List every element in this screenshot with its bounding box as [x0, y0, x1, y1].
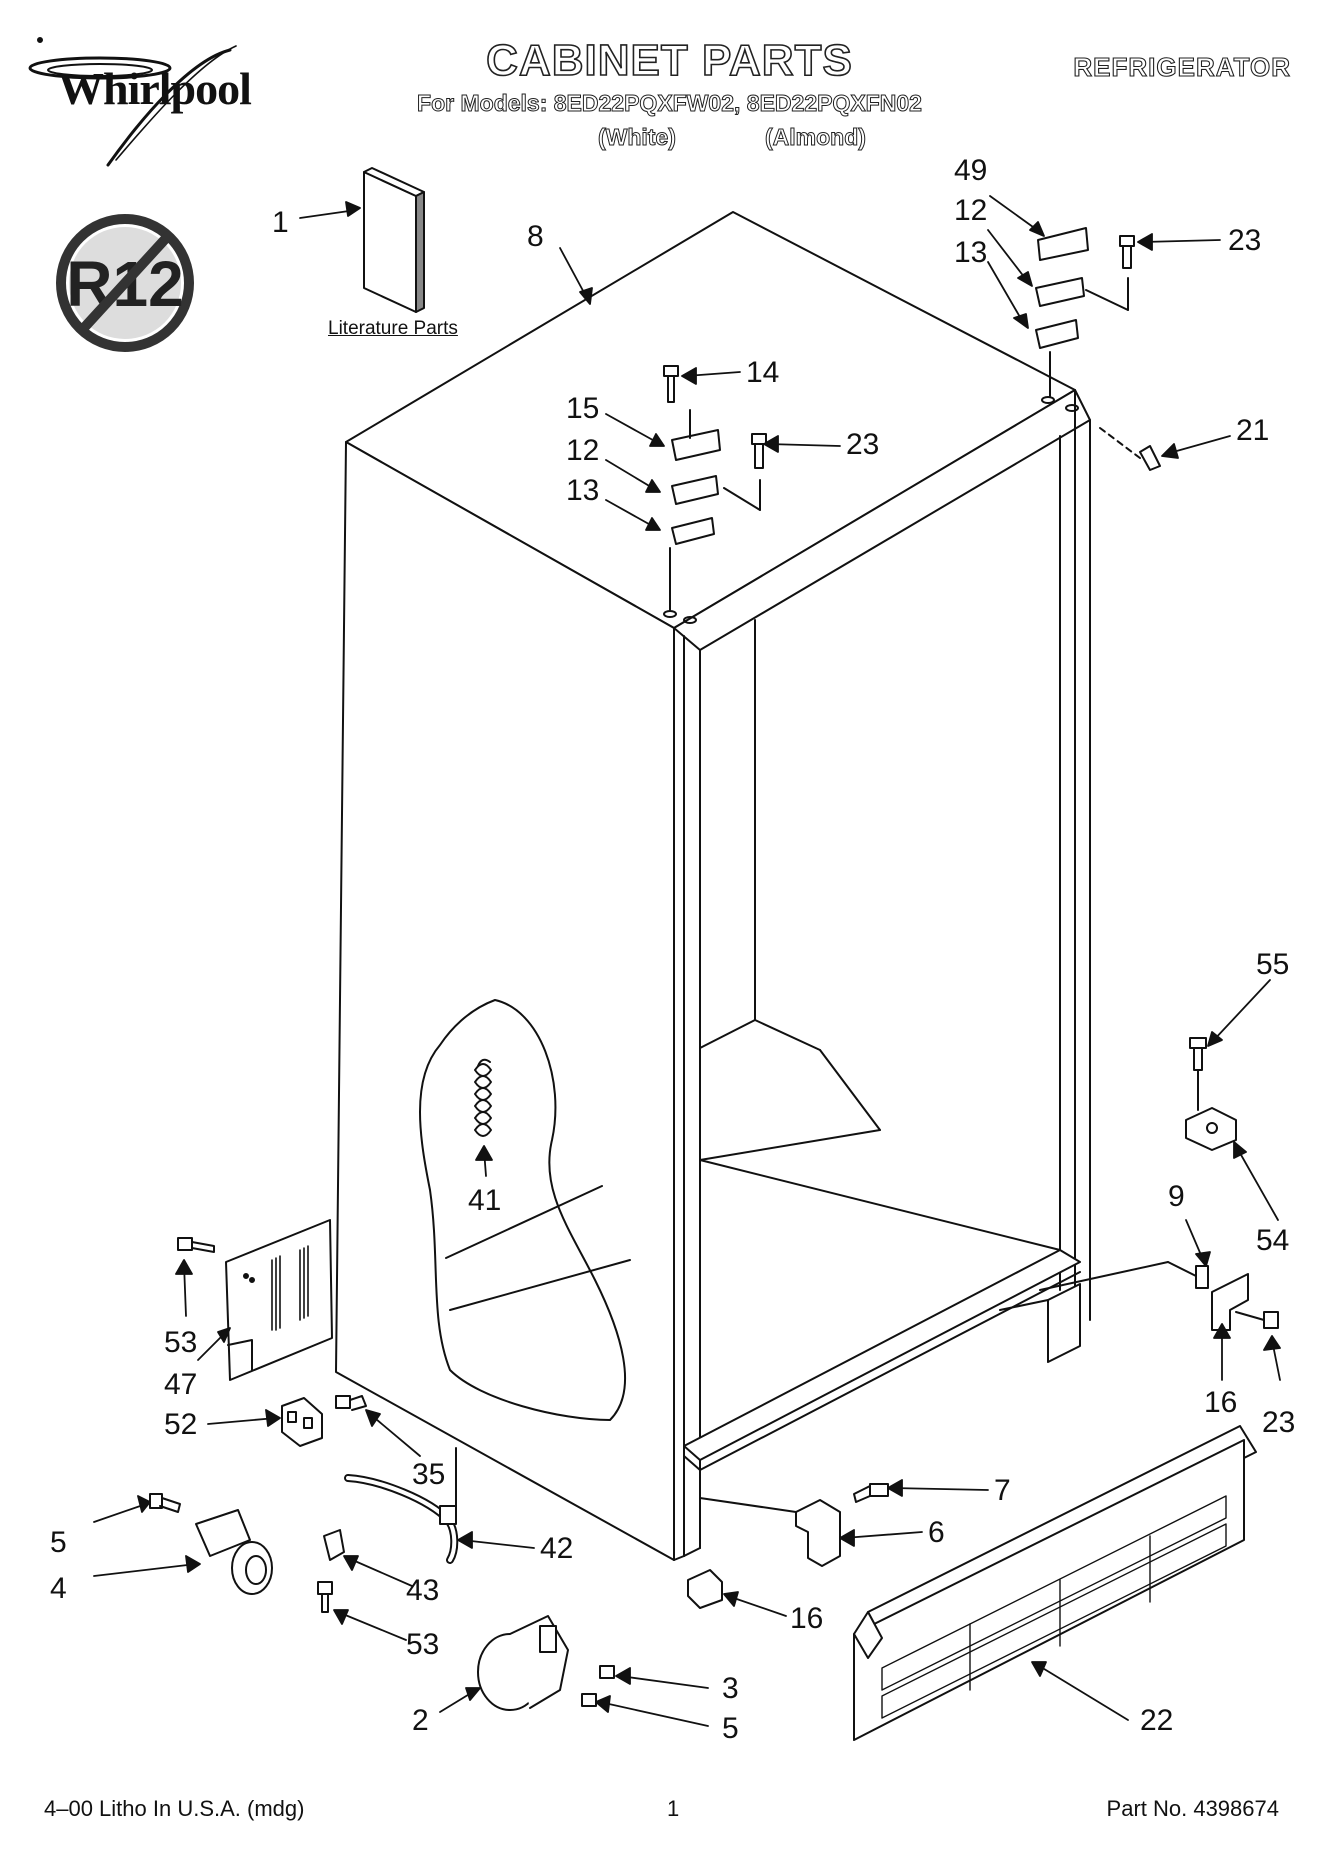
cabinet-cutaway: [419, 999, 631, 1421]
callout-54: 54: [1256, 1224, 1289, 1257]
callout-7: 7: [994, 1474, 1011, 1507]
roller-part-4: [149, 1493, 273, 1595]
callout-2: 2: [412, 1704, 429, 1737]
callout-42: 42: [540, 1532, 573, 1565]
callout-3: 3: [722, 1672, 739, 1705]
callout-47: 47: [164, 1368, 197, 1401]
grille-part-22: [853, 1425, 1257, 1741]
callout-12-left: 12: [566, 434, 599, 467]
literature-booklet: [363, 167, 425, 313]
whirlpool-swirl-icon: [28, 37, 237, 167]
callout-23-top-right: 23: [1228, 224, 1261, 257]
callout-1: 1: [272, 206, 289, 239]
top-hinge-right: [1035, 227, 1135, 412]
callout-labels: 1 8 49 12 23 13 14 15 23 12 13 21 55 41 …: [50, 154, 1295, 1745]
bracket-part-54-55: [1185, 1037, 1237, 1151]
no-r12-badge-icon: R12: [56, 214, 194, 352]
callout-21: 21: [1236, 414, 1269, 447]
footer-litho: 4–00 Litho In U.S.A. (mdg): [44, 1796, 305, 1821]
callout-13-right: 13: [954, 236, 987, 269]
callout-8: 8: [527, 220, 544, 253]
callout-12-right: 12: [954, 194, 987, 227]
callout-5-bottom: 5: [722, 1712, 739, 1745]
literature-parts-label: Literature Parts: [328, 318, 458, 339]
color-almond-label: (Almond): [765, 124, 867, 151]
callout-15: 15: [566, 392, 599, 425]
footer-page-number: 1: [667, 1796, 680, 1821]
roller-part-2: [477, 1615, 615, 1711]
callout-14: 14: [746, 356, 779, 389]
footer-part-number: Part No. 4398674: [1106, 1796, 1279, 1821]
callout-55: 55: [1256, 948, 1289, 981]
callout-23-top-left: 23: [846, 428, 879, 461]
page-title: CABINET PARTS: [485, 35, 853, 86]
bracket-part-9-16: [1039, 1261, 1279, 1331]
callout-16-middle: 16: [790, 1602, 823, 1635]
leader-lines: [93, 195, 1281, 1727]
callout-41: 41: [468, 1184, 501, 1217]
callout-53-left: 53: [164, 1326, 197, 1359]
callout-22: 22: [1140, 1704, 1173, 1737]
callout-13-left: 13: [566, 474, 599, 507]
callout-52: 52: [164, 1408, 197, 1441]
bracket-part-6: [687, 1483, 889, 1609]
callout-9: 9: [1168, 1180, 1185, 1213]
callout-49: 49: [954, 154, 987, 187]
plug-part-21: [1099, 427, 1161, 471]
top-hinge-left: [663, 365, 767, 624]
callout-4: 4: [50, 1572, 67, 1605]
callout-6: 6: [928, 1516, 945, 1549]
bracket-part-52: [281, 1395, 367, 1447]
callout-53-bottom: 53: [406, 1628, 439, 1661]
bracket-part-47: [177, 1219, 333, 1381]
model-numbers: For Models: 8ED22PQXFW02, 8ED22PQXFN02: [417, 90, 923, 117]
callout-16-right: 16: [1204, 1386, 1237, 1419]
callout-23-bottom-right: 23: [1262, 1406, 1295, 1439]
tube-part-42: [317, 1447, 459, 1613]
color-white-label: (White): [598, 124, 677, 151]
callout-35: 35: [412, 1458, 445, 1491]
callout-5-left: 5: [50, 1526, 67, 1559]
product-type: REFRIGERATOR: [1073, 51, 1291, 82]
callout-43: 43: [406, 1574, 439, 1607]
